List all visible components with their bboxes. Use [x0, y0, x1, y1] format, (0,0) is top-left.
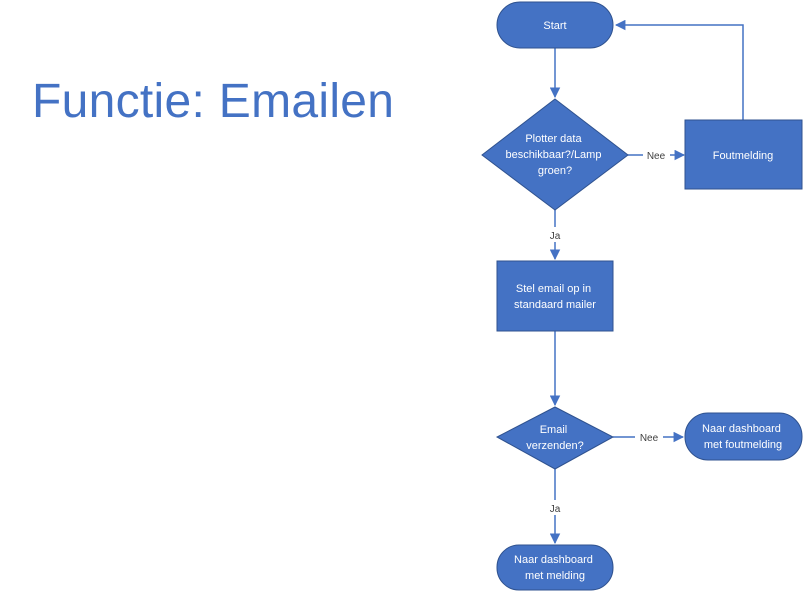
page-title: Functie: Emailen: [32, 75, 395, 128]
node-plotter-check-line-2: beschikbaar?/Lamp: [505, 149, 601, 161]
node-start-label: Start: [543, 20, 566, 32]
node-dashboard-foutmelding: Naar dashboard met foutmelding: [684, 412, 803, 461]
edge-label-email-ja: Ja: [550, 504, 561, 515]
node-foutmelding: Foutmelding: [684, 119, 803, 190]
node-dashboard-foutmelding-line-1: Naar dashboard: [702, 423, 781, 435]
svg-text:Stel email op in standaa: Stel email op in standaard mailer: [514, 283, 596, 311]
node-plotter-check-line-3: groen?: [538, 165, 572, 177]
node-start: Start: [496, 1, 614, 49]
svg-text:Start: Start: [543, 20, 566, 32]
node-stel-email-op: Stel email op in standaard mailer: [496, 260, 614, 332]
node-foutmelding-label: Foutmelding: [713, 150, 774, 162]
node-email-verzenden-line-1: Email: [540, 424, 568, 436]
node-dashboard-melding-line-2: met melding: [525, 570, 585, 582]
node-stel-email-line-1: Stel email op in: [516, 283, 591, 295]
svg-text:Email verzenden?: Email verzenden?: [526, 424, 584, 452]
edge-label-plotter-nee: Nee: [647, 151, 666, 162]
node-plotter-check-line-1: Plotter data: [525, 133, 582, 145]
node-email-verzenden: Email verzenden?: [495, 406, 615, 470]
svg-text:Plotter data beschikbaar: Plotter data beschikbaar?/Lamp groen?: [505, 133, 604, 177]
svg-text:Foutmelding: Foutmelding: [713, 150, 774, 162]
node-dashboard-melding-line-1: Naar dashboard: [514, 554, 593, 566]
edge-foutmelding-to-start: [614, 19, 744, 120]
node-dashboard-foutmelding-line-2: met foutmelding: [704, 439, 782, 451]
svg-text:Naar dashboard met foutm: Naar dashboard met foutmelding: [702, 423, 784, 451]
svg-text:Naar dashboard met meldi: Naar dashboard met melding: [514, 554, 596, 582]
node-stel-email-line-2: standaard mailer: [514, 299, 596, 311]
node-dashboard-melding: Naar dashboard met melding: [496, 544, 614, 591]
edge-label-plotter-ja: Ja: [550, 231, 561, 242]
node-plotter-check: Plotter data beschikbaar?/Lamp groen?: [481, 98, 629, 211]
node-email-verzenden-line-2: verzenden?: [526, 440, 584, 452]
edge-label-email-nee: Nee: [640, 433, 659, 444]
